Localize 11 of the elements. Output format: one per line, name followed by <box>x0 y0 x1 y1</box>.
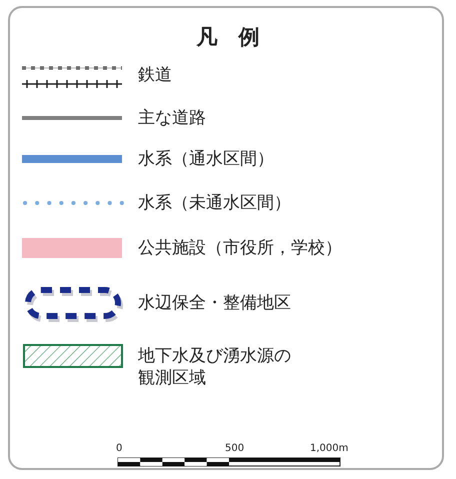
legend-label: 公共施設（市役所，学校） <box>138 237 343 259</box>
scale-label: 0 <box>116 442 122 455</box>
legend-label: 水辺保全・整備地区 <box>138 292 292 314</box>
legend-title: 凡 例 <box>195 26 260 48</box>
scale-label: 500 <box>225 442 244 455</box>
legend-label: 水系（未通水区間） <box>138 192 292 214</box>
legend-label: 地下水及び湧水源の観測区域 <box>138 345 292 389</box>
scale-label: 1,000m <box>310 442 348 455</box>
legend-label: 鉄道 <box>138 64 173 86</box>
legend-label: 主な道路 <box>138 107 207 129</box>
legend-label: 水系（通水区間） <box>138 148 275 170</box>
